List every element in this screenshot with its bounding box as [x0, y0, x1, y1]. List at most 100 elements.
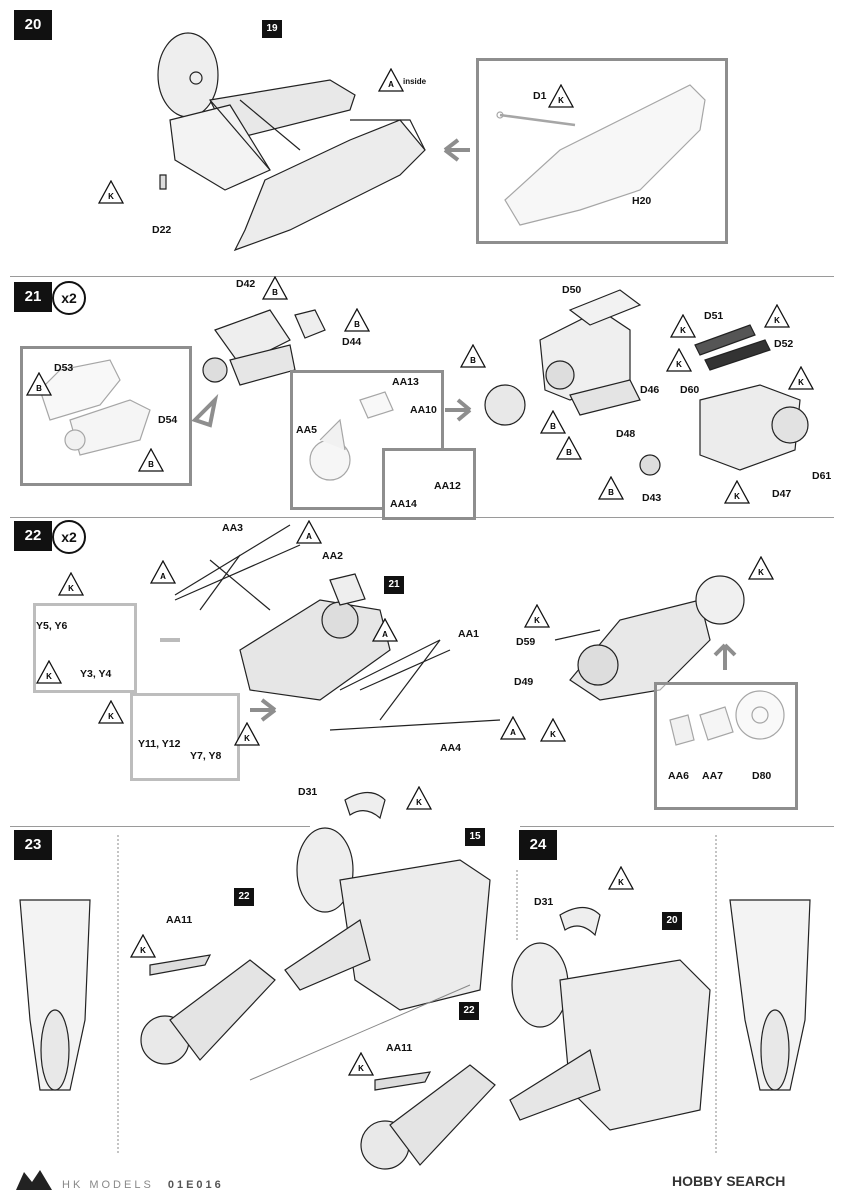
engine-part-d42: [202, 309, 326, 386]
label-D48: D48: [616, 428, 636, 440]
part-d31-a: [344, 791, 386, 820]
fuselage-front-view-24: [729, 899, 811, 1091]
marker-B-d54: B: [138, 448, 164, 472]
engine-block-d51: [639, 324, 809, 476]
separator-22-23: [10, 826, 310, 827]
marker-A-text: A: [388, 80, 394, 89]
svg-text:K: K: [108, 192, 114, 201]
svg-text:A: A: [160, 572, 166, 581]
inset-box-20: [476, 58, 728, 244]
marker-K-y3: K: [36, 660, 62, 684]
engine-assembly-22: [239, 573, 391, 701]
marker-B-d44: B: [344, 308, 370, 332]
arrow-left: [443, 138, 470, 162]
label-D42: D42: [236, 278, 256, 290]
label-H20: H20: [632, 195, 652, 207]
label-AA2: AA2: [322, 550, 344, 562]
marker-K-d1: K: [548, 84, 574, 108]
marker-K-d61: K: [788, 366, 814, 390]
svg-text:B: B: [608, 488, 614, 497]
svg-text:B: B: [272, 288, 278, 297]
svg-text:K: K: [68, 584, 74, 593]
svg-text:K: K: [550, 730, 556, 739]
marker-A-aa4: A: [500, 716, 526, 740]
label-D1: D1: [533, 90, 547, 102]
marker-K-y11: K: [98, 700, 124, 724]
svg-text:K: K: [416, 798, 422, 807]
engine-mount-frame-aa2-aa3: [174, 524, 301, 611]
svg-text:K: K: [358, 1064, 364, 1073]
engine-assembly-22-right: [554, 575, 745, 701]
svg-text:K: K: [680, 326, 686, 335]
engine-block-d50: [484, 289, 642, 426]
step-number-23: 23: [14, 830, 52, 860]
ref-step-20: 20: [662, 912, 682, 930]
marker-K-spinner: K: [748, 556, 774, 580]
ref-step-22-b: 22: [459, 1002, 479, 1020]
label-Y11-Y12: Y11, Y12: [138, 738, 181, 750]
label-inside: inside: [403, 77, 427, 86]
ref-step-15: 15: [465, 828, 485, 846]
svg-text:B: B: [148, 460, 154, 469]
svg-text:K: K: [774, 316, 780, 325]
arrow-right-3: [250, 698, 277, 722]
step-number-22: 22: [14, 521, 52, 551]
fuselage-front-view-23: [19, 899, 91, 1091]
label-D53: D53: [54, 362, 74, 374]
marker-A-aa1: A: [372, 618, 398, 642]
svg-text:A: A: [510, 728, 516, 737]
svg-text:K: K: [244, 734, 250, 743]
svg-text:K: K: [676, 360, 682, 369]
marker-K-aa11a: K: [130, 934, 156, 958]
label-D50: D50: [562, 284, 582, 296]
svg-text:K: K: [534, 616, 540, 625]
label-AA3: AA3: [222, 522, 244, 534]
marker-K-d31a: K: [406, 786, 432, 810]
marker-A-inside: A: [378, 68, 404, 92]
fuselage-assembly-23: [284, 827, 491, 1011]
fuselage-assembly-20: [157, 32, 426, 252]
svg-text:B: B: [550, 422, 556, 431]
separator-20-21: [10, 276, 834, 277]
marker-B-aa5: B: [460, 344, 486, 368]
svg-text:K: K: [798, 378, 804, 387]
marker-K-aa11b: K: [348, 1052, 374, 1076]
marker-K-d59: K: [524, 604, 550, 628]
label-D47: D47: [772, 488, 792, 500]
marker-A-aa3: A: [296, 520, 322, 544]
hk-models-logo: [14, 1168, 54, 1192]
marker-A-aa2: A: [150, 560, 176, 584]
svg-text:B: B: [566, 448, 572, 457]
inset-box-21-small: [382, 448, 476, 520]
arrow-up: [713, 643, 737, 670]
label-D52: D52: [774, 338, 794, 350]
svg-text:K: K: [558, 96, 564, 105]
marker-K-y7: K: [234, 722, 260, 746]
marker-K-d49: K: [540, 718, 566, 742]
label-AA12: AA12: [434, 480, 461, 492]
label-D49: D49: [514, 676, 534, 688]
marker-K-y5: K: [58, 572, 84, 596]
fuselage-assembly-24: [509, 942, 711, 1131]
label-Y7-Y8: Y7, Y8: [190, 750, 222, 762]
inset-box-22-bottom: [130, 693, 240, 781]
label-AA11-b: AA11: [386, 1042, 413, 1054]
marker-K-d31b: K: [608, 866, 634, 890]
marker-B-d42: B: [262, 276, 288, 300]
arrow-right: [191, 393, 219, 428]
label-D61: D61: [812, 470, 832, 482]
label-D31-a: D31: [298, 786, 318, 798]
multiplier-22: x2: [52, 520, 86, 554]
label-D46: D46: [640, 384, 660, 396]
marker-K-d51: K: [670, 314, 696, 338]
marker-K-d22: K: [98, 180, 124, 204]
svg-text:K: K: [108, 712, 114, 721]
label-AA6: AA6: [668, 770, 690, 782]
footer-brand-code: HK MODELS 01E016: [62, 1179, 224, 1191]
svg-text:A: A: [382, 630, 388, 639]
footer-watermark: HOBBY SEARCH: [672, 1173, 785, 1189]
inset-box-21-left: [20, 346, 192, 486]
label-AA14: AA14: [390, 498, 417, 510]
label-D54: D54: [158, 414, 178, 426]
footer-code: 01E016: [167, 1179, 224, 1191]
